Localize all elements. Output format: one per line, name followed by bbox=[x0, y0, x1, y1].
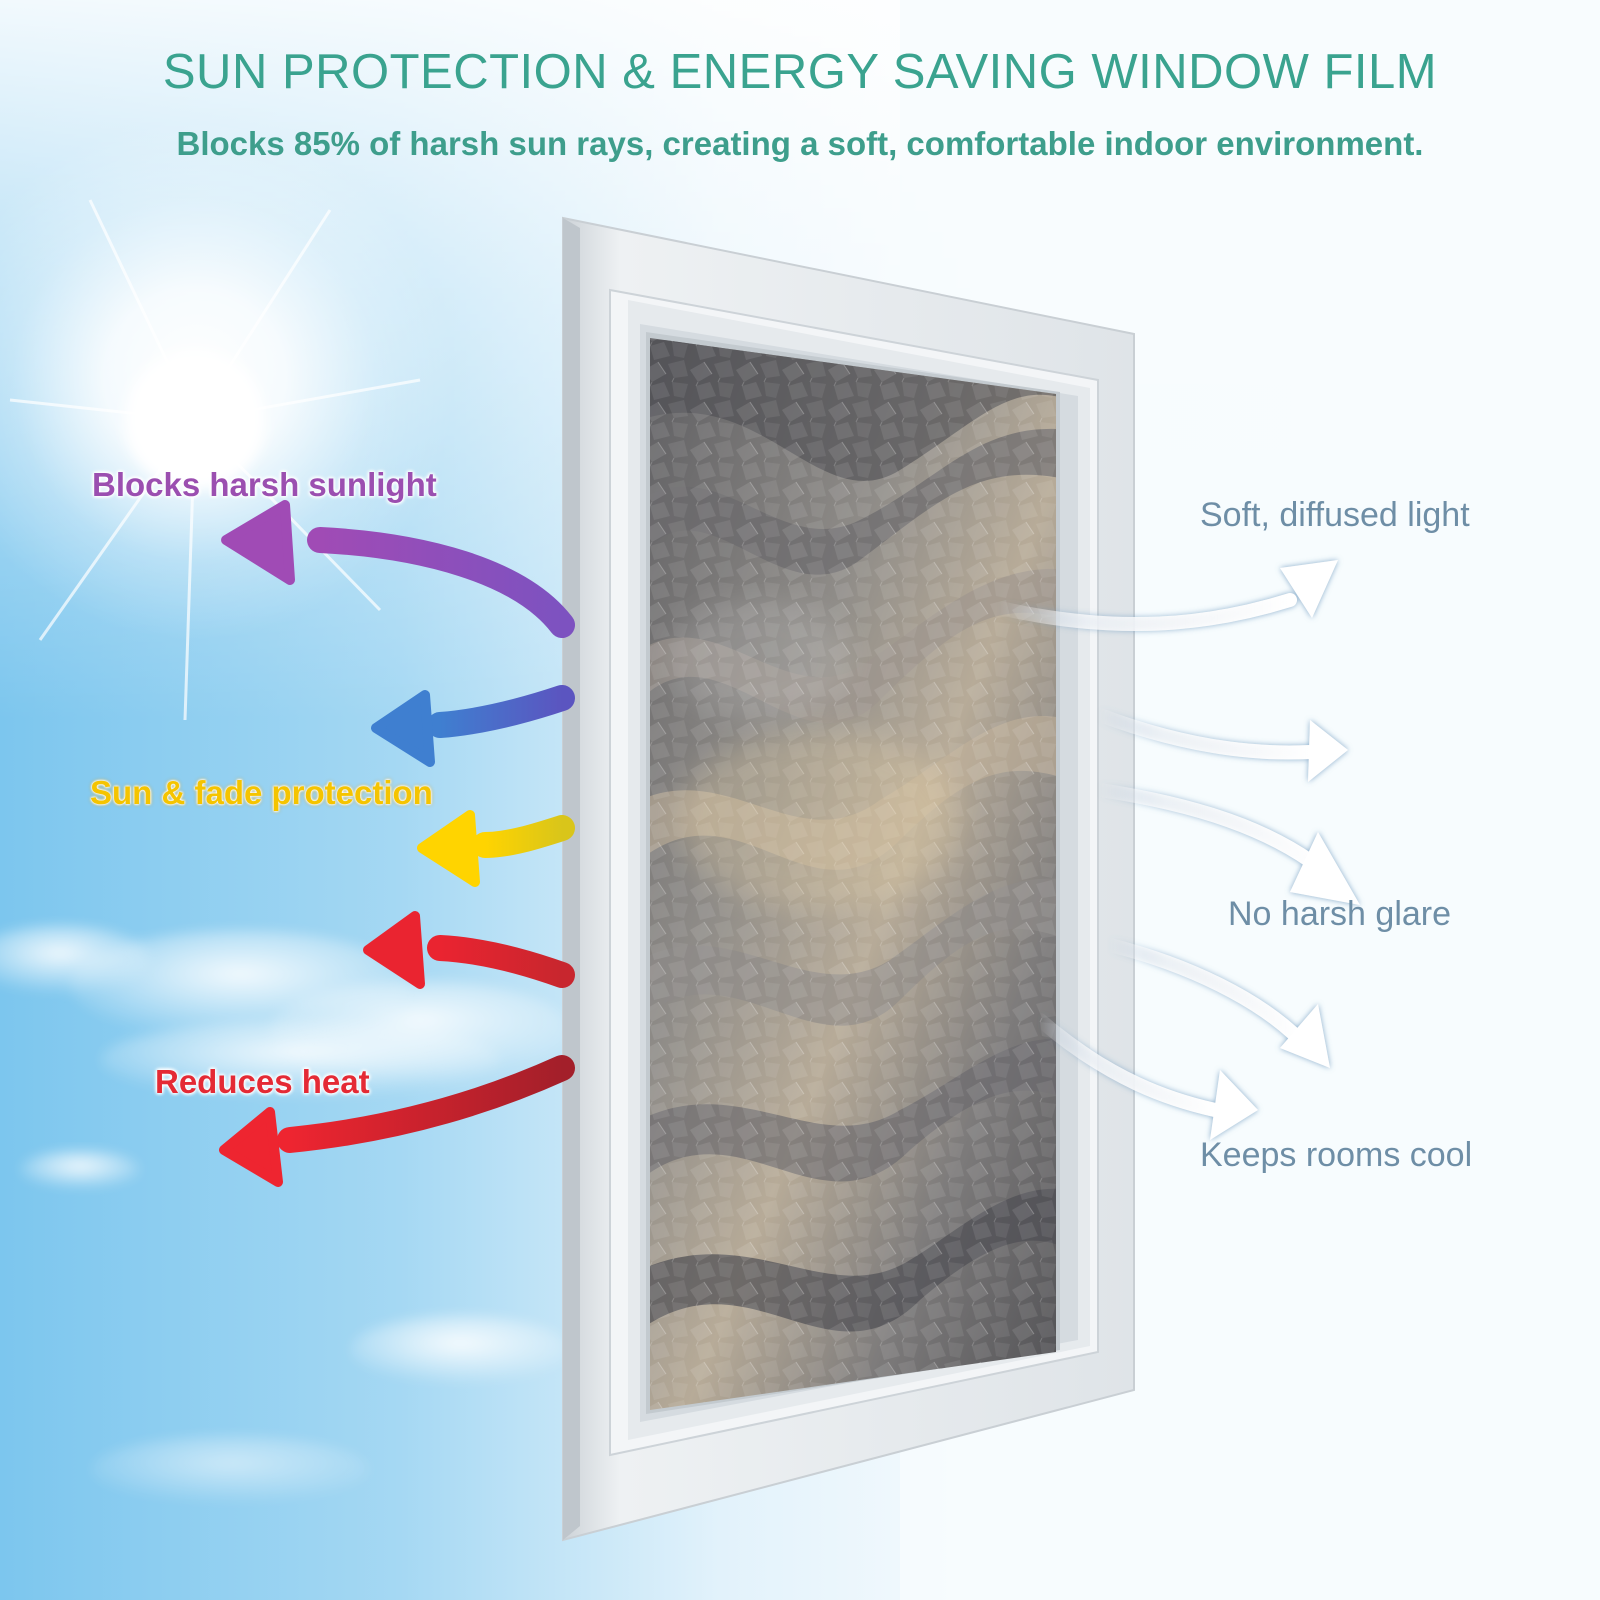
curved-arrow-icon-yellow bbox=[417, 810, 575, 887]
sun-icon bbox=[0, 120, 455, 721]
curved-arrow-icon-purple bbox=[221, 500, 575, 638]
cloud-icon bbox=[0, 925, 570, 1505]
page-subtitle: Blocks 85% of harsh sun rays, creating a… bbox=[176, 125, 1424, 162]
frosted-glass-film bbox=[650, 338, 1056, 1410]
feature-label-reduces-heat: Reduces heat bbox=[155, 1063, 370, 1100]
feature-label-blocks-sunlight: Blocks harsh sunlight bbox=[92, 466, 437, 503]
diffused-light-arrows bbox=[993, 560, 1360, 1140]
curved-arrow-icon-blue bbox=[371, 685, 575, 767]
feature-label-soft-light: Soft, diffused light bbox=[1200, 496, 1470, 534]
feature-label-fade-protection: Sun & fade protection bbox=[90, 774, 433, 811]
feature-label-no-glare: No harsh glare bbox=[1228, 895, 1452, 933]
feature-label-keeps-cool: Keeps rooms cool bbox=[1200, 1136, 1473, 1174]
curved-arrow-icon-red bbox=[363, 911, 575, 989]
curved-arrow-icon-red-lower bbox=[219, 1055, 575, 1187]
page-title: SUN PROTECTION & ENERGY SAVING WINDOW FI… bbox=[162, 45, 1438, 99]
